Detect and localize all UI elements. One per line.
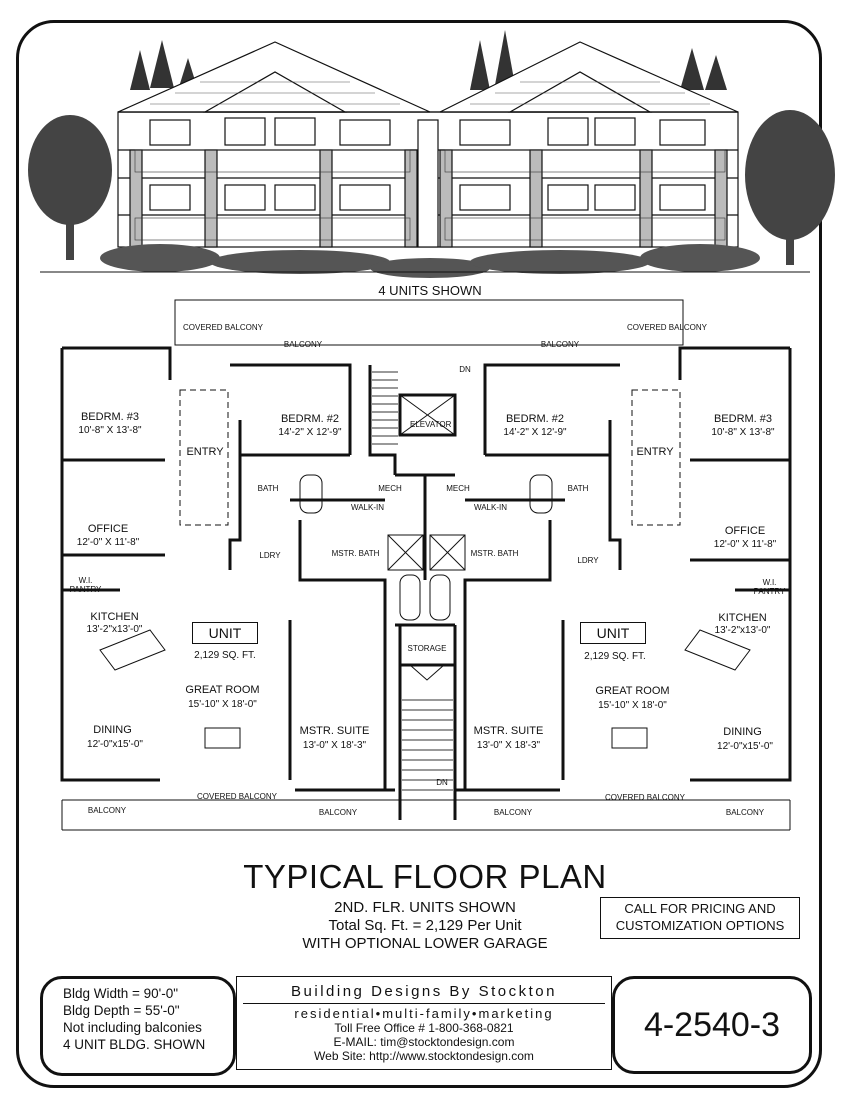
mstr-suite-name-right: MSTR. SUITE <box>473 725 544 737</box>
kitchen-size-right: 13'-2"x13'-0" <box>714 625 771 636</box>
bldg-width: Bldg Width = 90'-0" <box>63 986 179 1001</box>
mstr-suite-size-right: 13'-0" X 18'-3" <box>476 740 541 751</box>
balcony-label-bottom-3: BALCONY <box>493 808 533 817</box>
walk-in-label-left: WALK-IN <box>350 503 385 512</box>
kitchen-name-right: KITCHEN <box>718 612 767 624</box>
great-room-name-left: GREAT ROOM <box>185 684 260 696</box>
balcony-label-top-left: BALCONY <box>283 340 323 349</box>
unit-area-left: 2,129 SQ. FT. <box>194 650 256 661</box>
company-tagline: residential•multi-family•marketing <box>294 1006 554 1021</box>
building-elevation-drawing <box>28 30 835 278</box>
dn-label-bottom: DN <box>436 778 448 787</box>
dn-label-top: DN <box>459 365 471 374</box>
dining-size-right: 12'-0"x15'-0" <box>717 741 773 752</box>
great-room-size-left: 15'-10" X 18'-0" <box>188 699 257 710</box>
side-trees <box>28 110 835 265</box>
bath-label-left: BATH <box>257 484 279 493</box>
entry-label-right: ENTRY <box>636 446 674 458</box>
company-email: E-MAIL: tim@stocktondesign.com <box>333 1035 515 1049</box>
bedroom3-size-left: 10'-8" X 13'-8" <box>78 425 142 436</box>
company-phone: Toll Free Office # 1-800-368-0821 <box>334 1021 514 1035</box>
unit-area-right: 2,129 SQ. FT. <box>584 651 646 662</box>
bedroom3-name-left: BEDRM. #3 <box>80 411 140 423</box>
mstr-suite-size-left: 13'-0" X 18'-3" <box>302 740 367 751</box>
wi-pantry-label-right: W.I. PANTRY <box>753 578 786 596</box>
covered-balcony-label-bottom-right: COVERED BALCONY <box>605 793 686 802</box>
storage-label: STORAGE <box>407 644 447 653</box>
company-website: Web Site: http://www.stocktondesign.com <box>314 1049 534 1063</box>
page-border <box>16 20 822 1088</box>
entry-label-left: ENTRY <box>186 446 224 458</box>
floor-plan-title: TYPICAL FLOOR PLAN <box>243 858 607 895</box>
shrubs <box>100 244 760 278</box>
balcony-label-bottom-1: BALCONY <box>87 806 127 815</box>
mech-label-left: MECH <box>378 484 402 493</box>
units-note: 4 UNIT BLDG. SHOWN <box>63 1037 206 1052</box>
dining-size-left: 12'-0"x15'-0" <box>87 739 143 750</box>
elevation-caption: 4 UNITS SHOWN <box>378 283 482 298</box>
plan-code: 4-2540-3 <box>612 976 812 1074</box>
dining-name-left: DINING <box>93 724 132 736</box>
bedroom2-size-right: 14'-2" X 12'-9" <box>503 427 567 438</box>
company-info-box: Building Designs By Stockton residential… <box>236 976 612 1070</box>
balconies-note: Not including balconies <box>63 1020 202 1035</box>
total-sqft-line: Total Sq. Ft. = 2,129 Per Unit <box>328 917 522 934</box>
unit-badge-left: UNIT <box>192 622 258 644</box>
elevator-label: ELEVATOR <box>410 420 452 429</box>
office-size-left: 12'-0" X 11'-8" <box>76 537 140 548</box>
bedroom2-name-right: BEDRM. #2 <box>505 413 565 425</box>
balcony-label-top-right: BALCONY <box>540 340 580 349</box>
balcony-label-bottom-2: BALCONY <box>318 808 358 817</box>
kitchen-size-left: 13'-2"x13'-0" <box>86 624 143 635</box>
pricing-callout: CALL FOR PRICING AND CUSTOMIZATION OPTIO… <box>600 897 800 939</box>
office-name-left: OFFICE <box>87 523 129 535</box>
bedroom2-size-left: 14'-2" X 12'-9" <box>278 427 342 438</box>
unit-badge-right: UNIT <box>580 622 646 644</box>
garage-option-line: WITH OPTIONAL LOWER GARAGE <box>302 935 548 952</box>
ldry-label-right: LDRY <box>577 556 599 565</box>
covered-balcony-label-right: COVERED BALCONY <box>627 323 708 332</box>
mech-label-right: MECH <box>446 484 470 493</box>
floor-plan-subtitle: 2ND. FLR. UNITS SHOWN <box>334 899 516 916</box>
building-specs-box: Bldg Width = 90'-0" Bldg Depth = 55'-0" … <box>40 976 236 1076</box>
walk-in-label-right: WALK-IN <box>473 503 508 512</box>
great-room-name-right: GREAT ROOM <box>595 685 670 697</box>
bedroom3-name-right: BEDRM. #3 <box>713 413 773 425</box>
great-room-size-right: 15'-10" X 18'-0" <box>598 700 667 711</box>
mstr-suite-name-left: MSTR. SUITE <box>299 725 370 737</box>
bedroom2-name-left: BEDRM. #2 <box>280 413 340 425</box>
balcony-label-bottom-4: BALCONY <box>725 808 765 817</box>
bldg-depth: Bldg Depth = 55'-0" <box>63 1003 180 1018</box>
bedroom3-size-right: 10'-8" X 13'-8" <box>711 427 775 438</box>
bath-label-right: BATH <box>567 484 589 493</box>
covered-balcony-label-left: COVERED BALCONY <box>183 323 264 332</box>
company-name: Building Designs By Stockton <box>243 977 605 1004</box>
dining-name-right: DINING <box>723 726 762 738</box>
ldry-label-left: LDRY <box>259 551 281 560</box>
covered-balcony-label-bottom-left: COVERED BALCONY <box>197 792 278 801</box>
mstr-bath-label-right: MSTR. BATH <box>470 549 519 558</box>
office-size-right: 12'-0" X 11'-8" <box>713 539 777 550</box>
wi-pantry-label-left: W.I. PANTRY <box>69 576 102 594</box>
floor-plan-drawing <box>60 299 792 831</box>
mstr-bath-label-left: MSTR. BATH <box>331 549 380 558</box>
kitchen-name-left: KITCHEN <box>90 611 139 623</box>
office-name-right: OFFICE <box>724 525 766 537</box>
